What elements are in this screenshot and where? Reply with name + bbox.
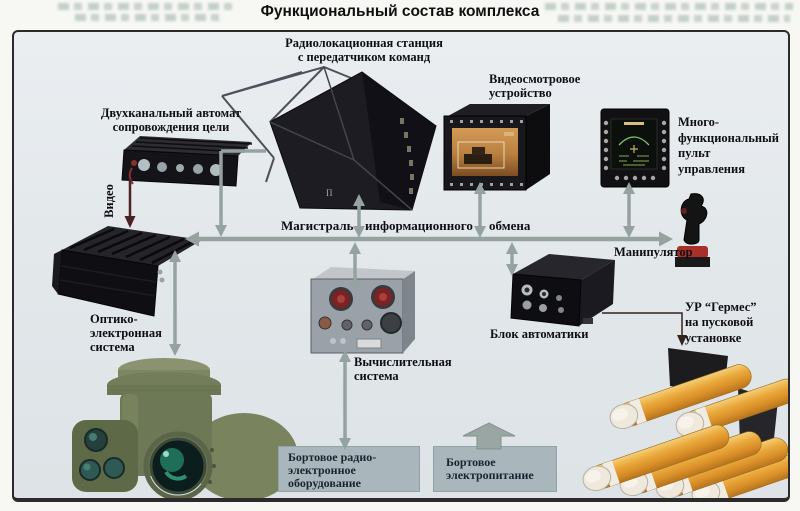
- multifunction-console-image: [600, 108, 670, 188]
- connector-arrows: [124, 149, 687, 450]
- console-buttons: [603, 120, 667, 181]
- radar-label: Радиолокационная станция с передатчиком …: [285, 36, 443, 64]
- video-monitor-image: [443, 104, 550, 191]
- bus-label-word1: Магистраль: [281, 218, 354, 233]
- onboard-power-box: Бортовое электропитание: [433, 446, 557, 492]
- page-title: Функциональный состав комплекса: [260, 3, 540, 20]
- joystick-image: [675, 193, 710, 267]
- video-signal-label: Видео: [102, 184, 116, 218]
- opto-electronic-box-image: [52, 226, 202, 317]
- console-label: Много- функциональный пульт управления: [678, 115, 779, 176]
- missile-tube: [582, 364, 788, 498]
- video-signal-arrow: [124, 180, 136, 228]
- red-cable: [128, 167, 134, 185]
- computing-system-image: [310, 267, 415, 354]
- red-connectors: [329, 285, 395, 311]
- radar-stencil-marking: П: [326, 188, 333, 198]
- print-bleed-artifact: [545, 3, 793, 10]
- power-supply-block-arrow: [462, 422, 516, 450]
- onboard-radio-equipment-label: Бортовое радио- электронное оборудование: [288, 450, 377, 490]
- camera-turret-image: [72, 358, 298, 498]
- side-connectors: [157, 269, 165, 283]
- id-plate: [356, 338, 382, 349]
- screen-target-image: [457, 132, 514, 169]
- left-sensor-pod: [72, 420, 138, 492]
- tracker-label: Двухканальный автомат сопровождения цели: [100, 106, 242, 134]
- onboard-power-label: Бортовое электропитание: [446, 455, 534, 482]
- radar-body-struts: [269, 66, 413, 211]
- right-pod: [190, 413, 298, 498]
- optics-label: Оптико- электронная система: [90, 312, 162, 354]
- bus-label-word3: обмена: [489, 218, 531, 233]
- bus-label-word2: информационного: [365, 218, 473, 233]
- arrowheads: [169, 182, 673, 450]
- small-connectors: [318, 312, 402, 344]
- computer-label: Вычислительная система: [354, 355, 452, 383]
- automation-label: Блок автоматики: [490, 327, 589, 341]
- radar-side-markings: [400, 118, 414, 194]
- cooling-fins: [69, 227, 197, 265]
- radar-station-image: П: [221, 65, 437, 211]
- onboard-radio-equipment-box: Бортовое радио- электронное оборудование: [278, 446, 420, 492]
- bolt-row: [450, 120, 523, 186]
- diagram-frame: П: [12, 30, 790, 502]
- red-base: [677, 246, 708, 258]
- automation-unit-image: [510, 254, 615, 327]
- trigger-button: [681, 208, 687, 214]
- missiles-label: УР “Гермес” на пусковой установке: [685, 300, 757, 345]
- launch-command-wire: [602, 312, 687, 346]
- print-bleed-artifact: [558, 15, 790, 22]
- monitor-label: Видеосмотровое устройство: [489, 72, 581, 100]
- main-lens: [143, 431, 213, 498]
- lens-bolts: [208, 448, 216, 484]
- front-dials: [131, 159, 222, 176]
- print-bleed-artifact: [58, 3, 233, 10]
- console-screen-symbology: [618, 122, 650, 166]
- print-bleed-artifact: [75, 14, 225, 21]
- joystick-label: Манипулятор: [614, 245, 693, 259]
- hermes-missiles-image: [582, 348, 788, 498]
- front-connectors: [521, 284, 564, 313]
